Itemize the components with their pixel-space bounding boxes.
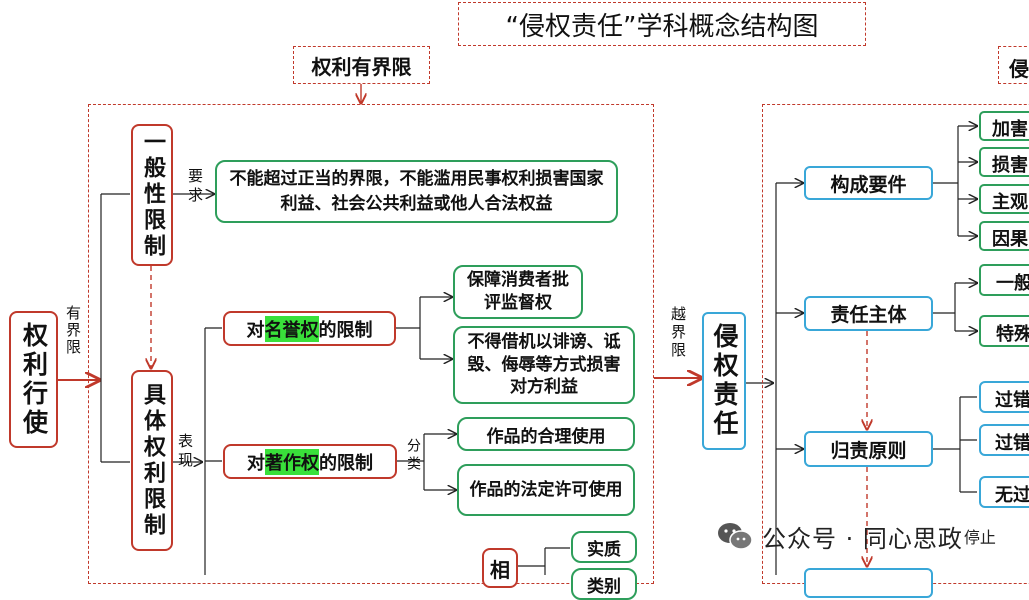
root-link-text: 有界限 bbox=[64, 305, 82, 356]
page-title: “侵权责任”学科概念结构图 bbox=[458, 2, 866, 46]
node-imputation-principle-text: 归责原则 bbox=[830, 439, 907, 462]
watermark: 公众号 · 同心思政 停止 bbox=[716, 518, 1029, 554]
reputation-highlight: 名誉权 bbox=[264, 315, 319, 342]
general-restriction-content-text: 不能超过正当的界限，不能滥用民事权利损害国家利益、社会公共利益或他人合法权益 bbox=[229, 168, 604, 214]
root-node-rights-exercise: 权利行使 bbox=[9, 311, 58, 448]
subject-item-special-text: 特殊 bbox=[996, 324, 1029, 345]
reputation-child-consumer-text: 保障消费者批评监督权 bbox=[467, 270, 569, 313]
principle-item-fault: 过错 bbox=[979, 381, 1029, 413]
watermark-text: 公众号 · 同心思政 bbox=[762, 524, 963, 553]
page-title-text: “侵权责任”学科概念结构图 bbox=[505, 11, 819, 42]
element-item-harm-act-text: 加害 bbox=[992, 119, 1028, 140]
reputation-pre: 对 bbox=[246, 319, 265, 341]
element-item-causation: 因果 bbox=[979, 221, 1029, 251]
connector-lines bbox=[58, 84, 1029, 575]
copyright-post: 的限制 bbox=[319, 452, 373, 474]
reputation-restriction-node: 对名誉权的限制 bbox=[223, 311, 396, 346]
element-item-causation-text: 因果 bbox=[992, 229, 1028, 250]
node-liability-subject-text: 责任主体 bbox=[830, 304, 907, 326]
node-constitutive-elements-text: 构成要件 bbox=[830, 173, 907, 196]
element-item-damage: 损害 bbox=[979, 147, 1029, 177]
partial-child-category-text: 类别 bbox=[587, 577, 621, 597]
copyright-link-label: 分类 bbox=[403, 438, 423, 474]
partial-child-substance-text: 实质 bbox=[587, 539, 621, 560]
node-constitutive-elements: 构成要件 bbox=[804, 166, 933, 200]
general-link-text: 要求 bbox=[186, 168, 204, 206]
reputation-child-no-defame: 不得借机以诽谤、诋毁、侮辱等方式损害对方利益 bbox=[453, 326, 635, 404]
right-section-header-text: 侵 bbox=[1009, 57, 1029, 81]
copyright-child-fair-use: 作品的合理使用 bbox=[457, 417, 635, 451]
copyright-link-text: 分类 bbox=[405, 438, 421, 474]
copyright-pre: 对 bbox=[247, 452, 265, 474]
bridge-link-text: 越界限 bbox=[669, 306, 687, 360]
left-section-header-text: 权利有界限 bbox=[311, 54, 412, 79]
right-section-header: 侵 bbox=[998, 46, 1029, 84]
subject-item-special: 特殊 bbox=[979, 315, 1029, 347]
copyright-highlight: 著作权 bbox=[265, 448, 319, 475]
element-item-damage-text: 损害 bbox=[992, 155, 1028, 176]
element-item-subjective: 主观 bbox=[979, 184, 1029, 214]
principle-item-no-fault-text: 无过 bbox=[995, 485, 1029, 506]
specific-link-text: 表现 bbox=[176, 433, 194, 471]
specific-restriction-label: 具体权利限制 bbox=[140, 382, 165, 539]
general-restriction-label: 一般性限制 bbox=[140, 130, 165, 260]
general-restriction-node: 一般性限制 bbox=[131, 124, 173, 266]
copyright-restriction-node: 对著作权的限制 bbox=[223, 444, 397, 479]
reputation-child-no-defame-text: 不得借机以诽谤、诋毁、侮辱等方式损害对方利益 bbox=[467, 331, 621, 398]
tort-liability-root-node: 侵权责任 bbox=[702, 312, 746, 450]
specific-link-label: 表现 bbox=[176, 433, 196, 471]
tort-liability-root-label: 侵权责任 bbox=[710, 323, 739, 439]
wechat-icon bbox=[718, 523, 753, 550]
general-link-label: 要求 bbox=[186, 168, 206, 206]
partial-child-substance: 实质 bbox=[571, 531, 637, 563]
reputation-post: 的限制 bbox=[318, 319, 373, 341]
specific-restriction-node: 具体权利限制 bbox=[131, 370, 173, 551]
element-item-harm-act: 加害 bbox=[979, 111, 1029, 141]
subject-item-general: 一般 bbox=[979, 264, 1029, 296]
watermark-tail: 停止 bbox=[963, 528, 996, 547]
principle-item-no-fault: 无过 bbox=[979, 476, 1029, 508]
node-liability-subject: 责任主体 bbox=[804, 296, 933, 331]
root-node-label: 权利行使 bbox=[19, 321, 49, 438]
left-section-header: 权利有界限 bbox=[293, 46, 430, 84]
principle-item-presumed-fault-text: 过错 bbox=[995, 433, 1029, 454]
reputation-child-consumer: 保障消费者批评监督权 bbox=[453, 265, 583, 319]
partial-node-bottom: 相 bbox=[482, 548, 518, 588]
principle-item-fault-text: 过错 bbox=[995, 390, 1029, 411]
copyright-child-statutory: 作品的法定许可使用 bbox=[457, 464, 635, 516]
copyright-child-statutory-text: 作品的法定许可使用 bbox=[469, 479, 623, 500]
subject-item-general-text: 一般 bbox=[996, 273, 1029, 294]
partial-child-category: 类别 bbox=[571, 568, 637, 600]
partial-node-bottom-text: 相 bbox=[490, 557, 510, 582]
node-bottom-partial bbox=[804, 568, 933, 598]
node-imputation-principle: 归责原则 bbox=[804, 431, 933, 467]
root-link-label: 有界限 bbox=[64, 305, 84, 356]
copyright-child-fair-use-text: 作品的合理使用 bbox=[486, 426, 606, 447]
bridge-link-label: 越界限 bbox=[669, 306, 689, 360]
element-item-subjective-text: 主观 bbox=[992, 192, 1028, 213]
principle-item-presumed-fault: 过错 bbox=[979, 424, 1029, 456]
general-restriction-content: 不能超过正当的界限，不能滥用民事权利损害国家利益、社会公共利益或他人合法权益 bbox=[215, 160, 618, 223]
